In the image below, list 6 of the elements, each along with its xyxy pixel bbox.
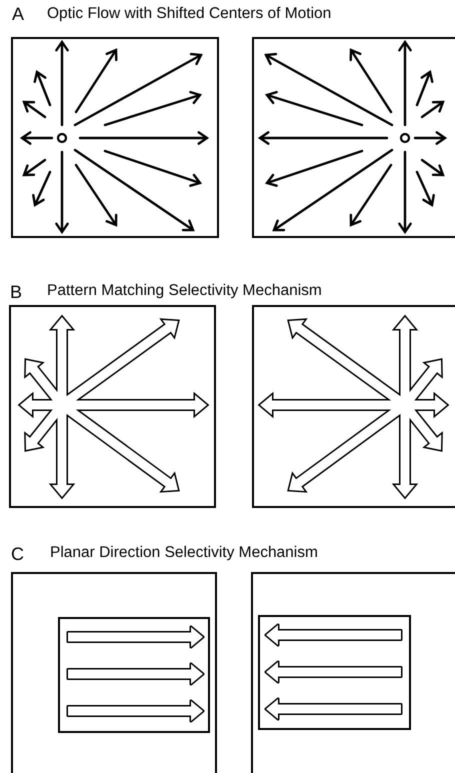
panel-title: Pattern Matching Selectivity Mechanism [47, 282, 322, 300]
panel-letter: C [11, 545, 24, 563]
panel-letter: A [12, 5, 24, 23]
panel-title: Optic Flow with Shifted Centers of Motion [47, 5, 332, 23]
panel-letter: B [10, 283, 22, 301]
panel-title: Planar Direction Selectivity Mechanism [50, 544, 318, 562]
